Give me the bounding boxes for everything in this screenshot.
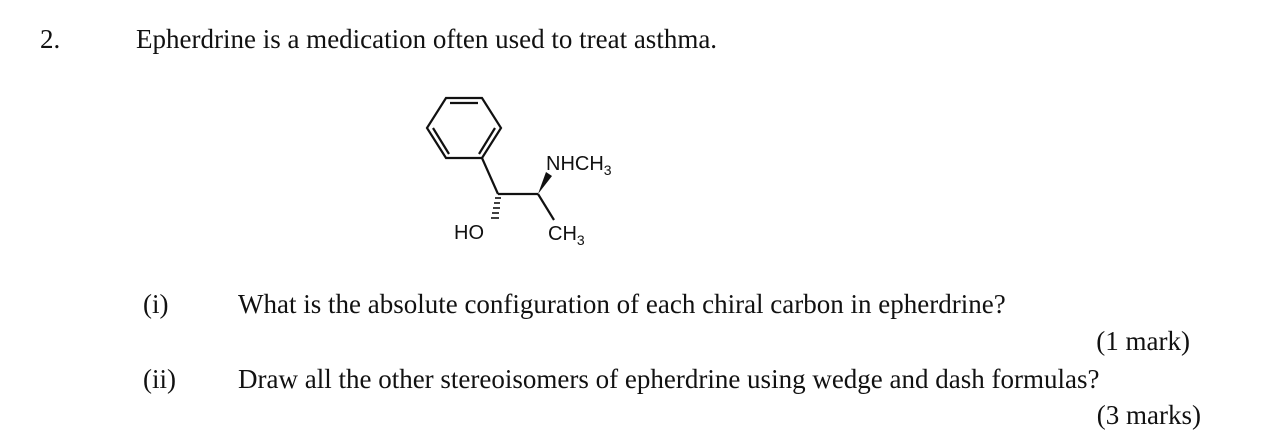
hashed-bond-hydroxyl (491, 197, 501, 219)
hydroxyl-label: HO (454, 222, 484, 244)
question-number: 2. (40, 24, 61, 54)
part-ii-text: Draw all the other stereoisomers of ephe… (238, 364, 1100, 394)
ring-to-c1-bond (480, 157, 500, 195)
part-i-marks: (1 mark) (1096, 326, 1190, 356)
part-i-label: (i) (143, 289, 169, 319)
question-stem: Epherdrine is a medication often used to… (136, 24, 718, 54)
benzene-ring (425, 96, 503, 160)
part-ii-label: (ii) (143, 364, 176, 394)
c2-methyl-bond (537, 193, 555, 221)
part-i-text: What is the absolute configuration of ea… (238, 289, 1006, 319)
ephedrine-structure: NHCH3 CH3 HO (425, 96, 612, 248)
wedge-bond-amine (538, 172, 552, 194)
methyl-label: CH3 (548, 223, 585, 248)
amine-label: NHCH3 (546, 153, 612, 178)
part-ii-marks: (3 marks) (1096, 400, 1201, 430)
